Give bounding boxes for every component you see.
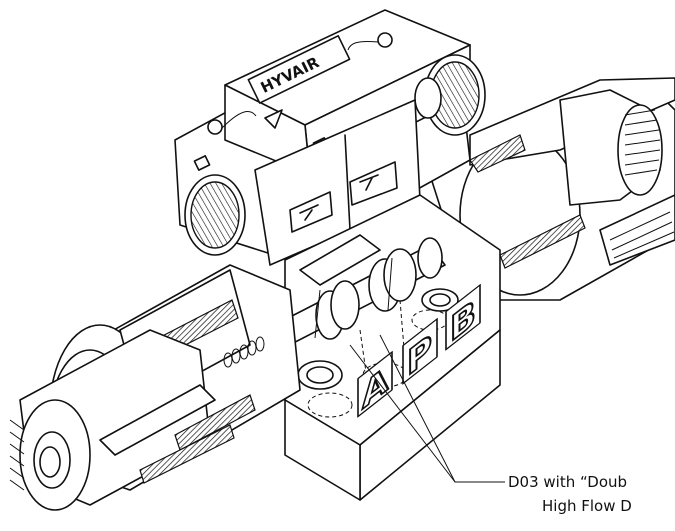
flow-arrow-icon [264, 109, 283, 129]
screw-icon [377, 32, 393, 48]
screw-icon [207, 119, 223, 135]
spool [254, 234, 446, 356]
callout-line-2: High Flow D [542, 497, 632, 515]
upper-port-housing: HYVAIR [174, 9, 486, 266]
callout-line-1: D03 with “Doub [508, 473, 627, 491]
left-solenoid [9, 264, 301, 511]
spring [223, 336, 265, 368]
callout: D03 with “Doub High Flow D [349, 334, 632, 515]
